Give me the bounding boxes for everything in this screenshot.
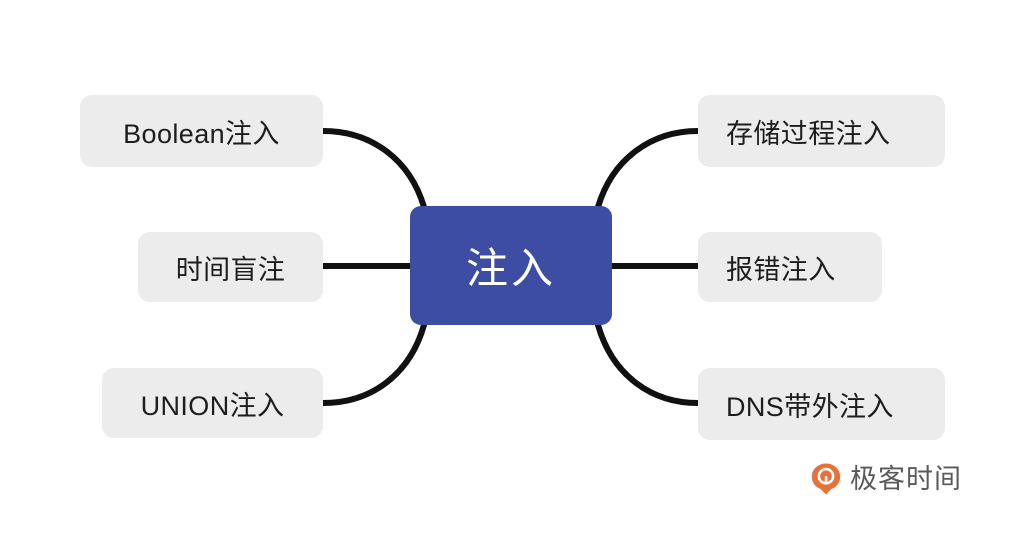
branch-node-label: 报错注入 — [726, 254, 836, 285]
watermark: 极客时间 — [810, 462, 962, 496]
branch-node-union-injection[interactable]: UNION注入 — [102, 368, 323, 438]
branch-node-dns-oob-injection[interactable]: DNS带外注入 — [698, 368, 945, 440]
branch-node-label: 时间盲注 — [175, 254, 286, 285]
connector-left-top — [320, 128, 427, 210]
connector-right-top — [595, 128, 701, 210]
center-node-injection[interactable]: 注入 — [410, 206, 612, 325]
center-node-label: 注入 — [465, 245, 556, 292]
branch-node-label: UNION注入 — [140, 390, 285, 421]
branch-node-error-based-injection[interactable]: 报错注入 — [698, 232, 882, 302]
geek-time-logo-icon — [810, 462, 842, 496]
branch-node-boolean-injection[interactable]: Boolean注入 — [80, 95, 323, 167]
branch-node-label: Boolean注入 — [123, 118, 280, 149]
connector-left-bottom — [320, 322, 427, 406]
branch-node-stored-procedure-injection[interactable]: 存储过程注入 — [698, 95, 945, 167]
connector-right-bottom — [595, 322, 701, 406]
branch-node-label: 存储过程注入 — [726, 118, 891, 149]
branch-node-label: DNS带外注入 — [726, 391, 894, 422]
branch-node-time-blind-injection[interactable]: 时间盲注 — [138, 232, 323, 302]
watermark-text: 极客时间 — [850, 463, 962, 494]
